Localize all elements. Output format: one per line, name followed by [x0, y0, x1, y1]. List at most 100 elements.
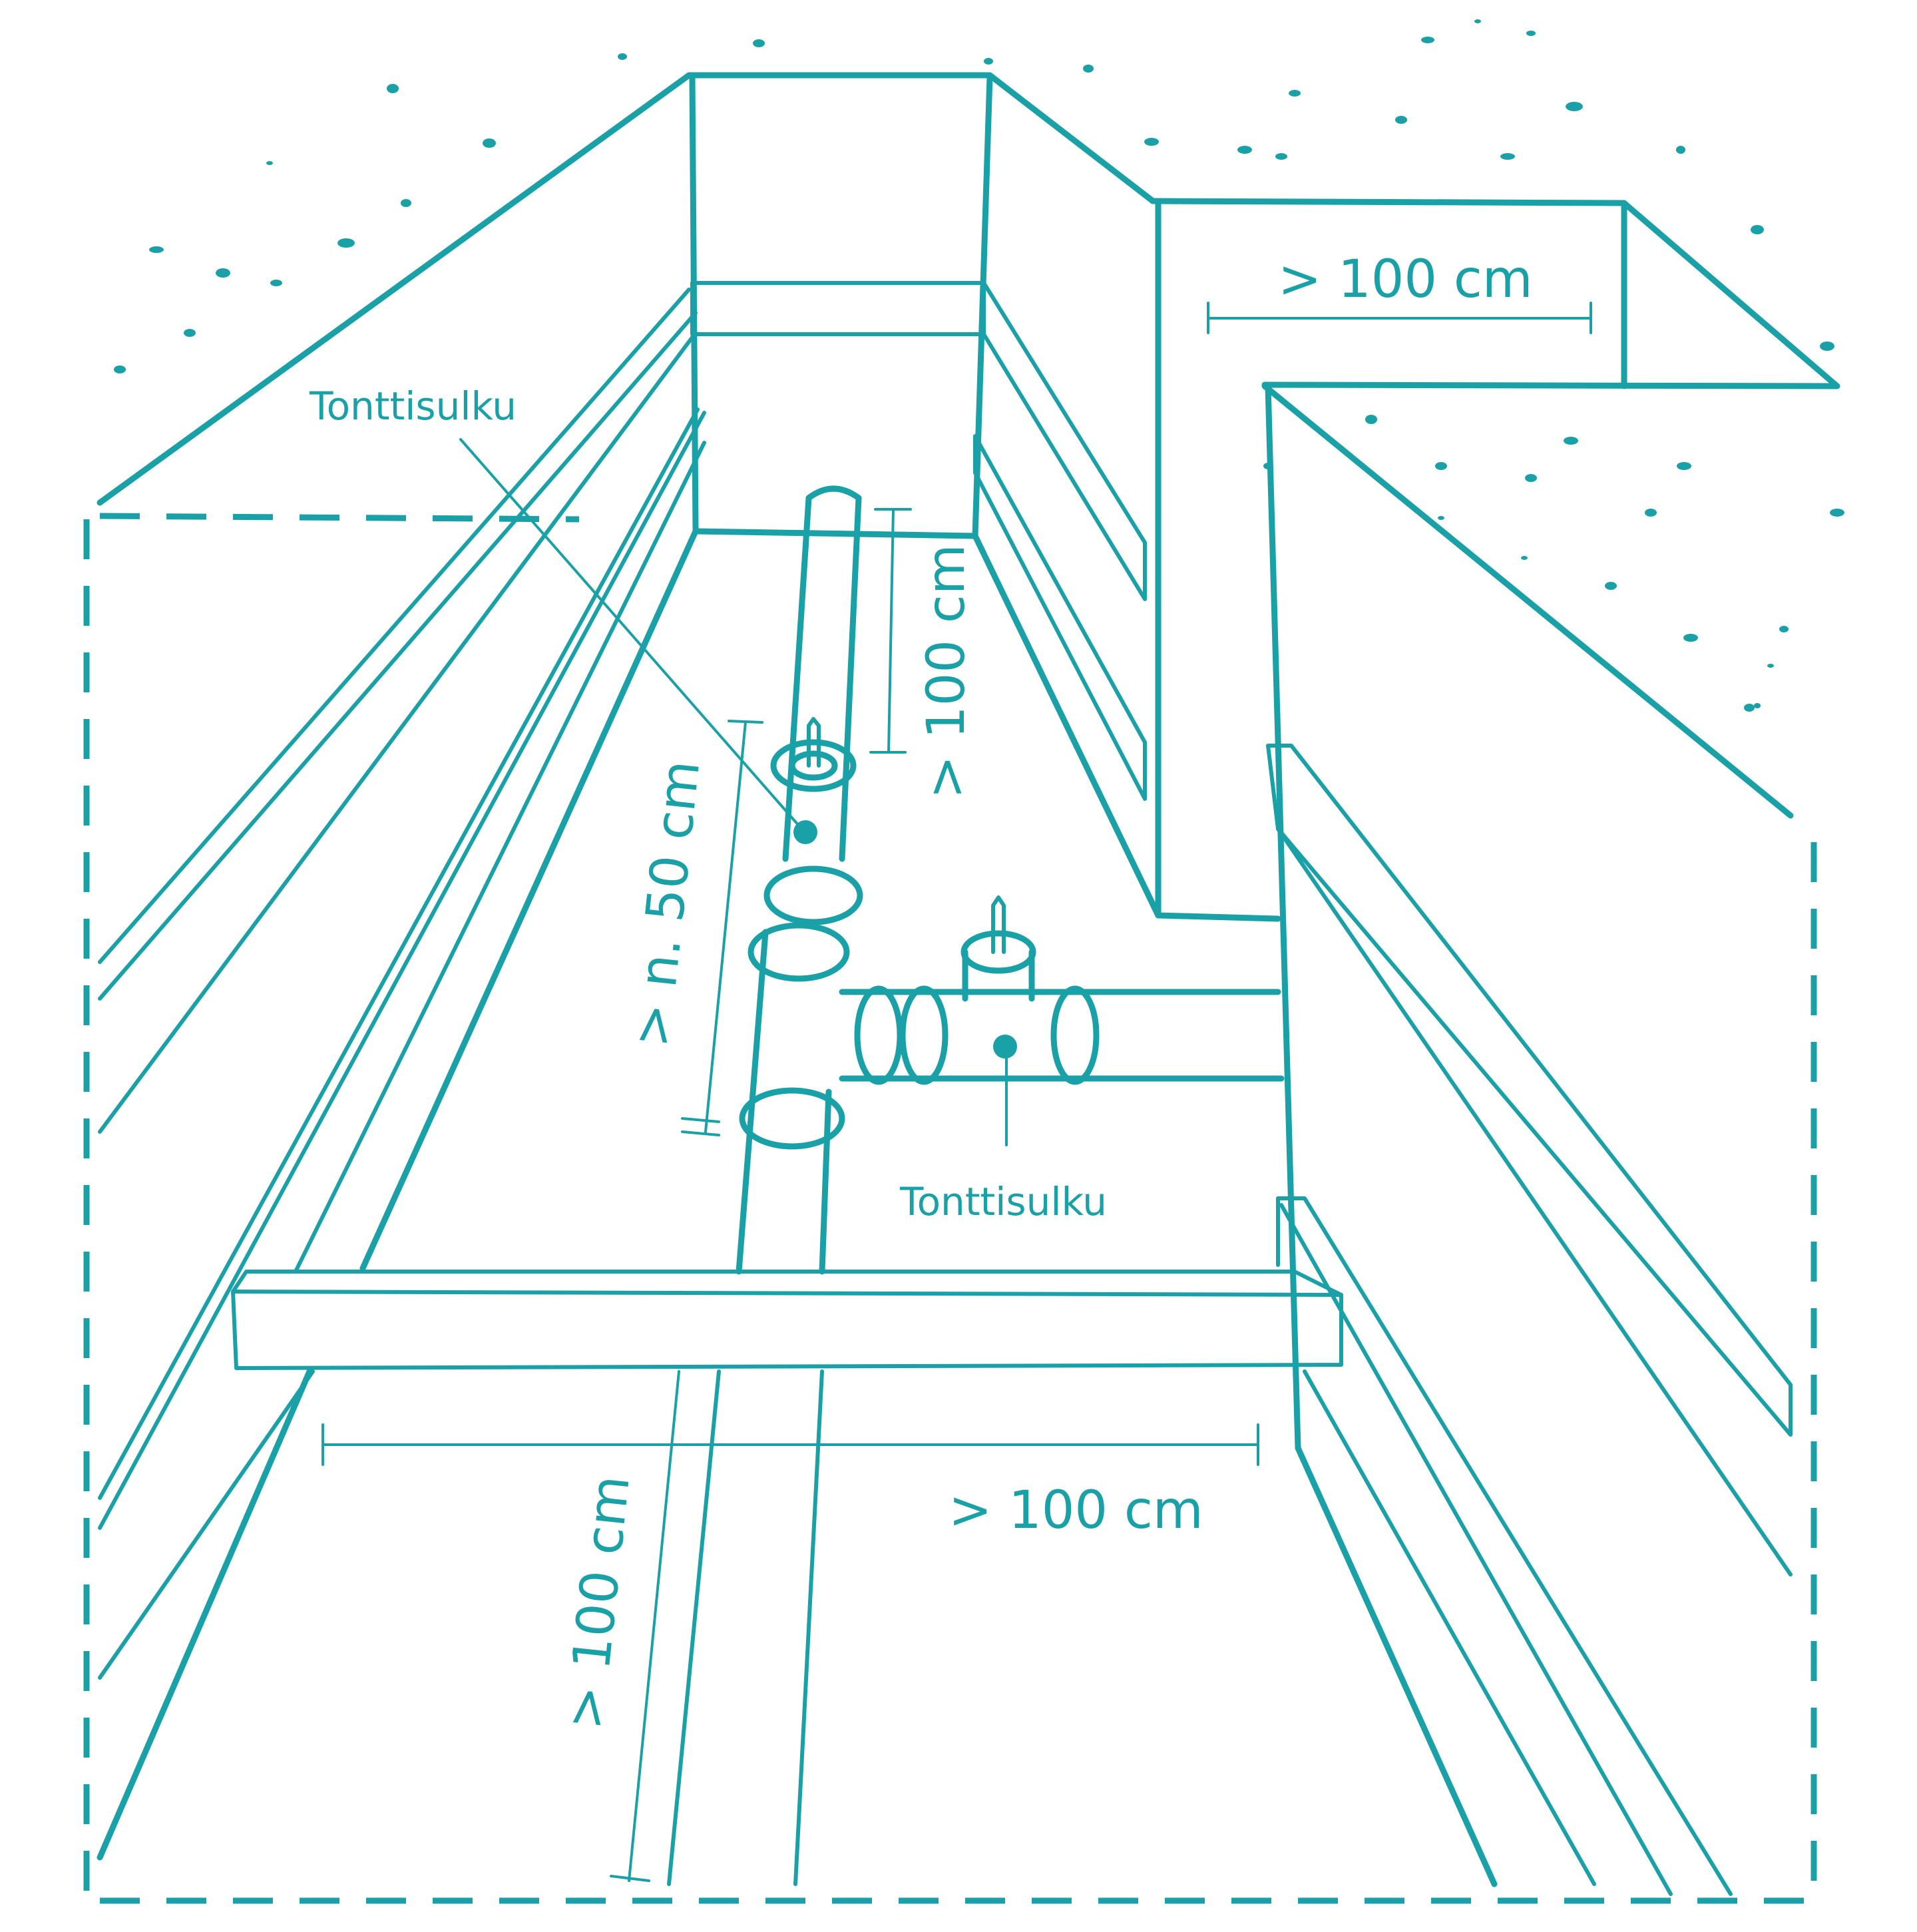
left-plank-2c	[294, 441, 706, 1272]
soil-dot	[1645, 509, 1657, 517]
dim-line-top-right	[1207, 302, 1592, 334]
right-plank-2a	[1276, 1196, 1733, 1896]
floor-line-2	[793, 1369, 824, 1886]
left-floor-edge-lower	[97, 1368, 313, 1861]
right-wall-top-edge	[1261, 383, 1794, 819]
left-plank-2a	[98, 407, 700, 1500]
soil-dot	[1438, 516, 1444, 520]
right-floor-edge-upper	[972, 533, 1281, 922]
left-plank-1a	[98, 288, 691, 964]
soil-dot	[266, 161, 273, 165]
soil-dot	[618, 53, 627, 60]
soil-dot	[1767, 664, 1774, 668]
right-floor-edge-lower	[1295, 1445, 1498, 1887]
soil-dot	[1435, 462, 1447, 470]
dim-label-vertical-upper: > 100 cm	[917, 544, 976, 799]
dimension-lines	[321, 302, 1592, 1882]
soil-dot	[1365, 415, 1377, 424]
trench-structure	[97, 72, 1840, 1896]
soil-dot	[1421, 37, 1434, 43]
soil-dot	[1083, 65, 1094, 73]
soil-dot	[1754, 703, 1761, 708]
branch-coupling-3	[1050, 985, 1100, 1085]
left-floor-edge-upper	[359, 528, 699, 1272]
dim-line-vertical-left	[681, 720, 763, 1136]
soil-dot	[114, 365, 126, 373]
branch-coupling-2	[899, 985, 949, 1085]
soil-dot	[1564, 437, 1578, 445]
pipe-top-cap	[805, 485, 862, 501]
soil-dot	[149, 246, 164, 253]
trench-top-left-edge	[97, 72, 1156, 506]
boundary-top-dash	[99, 513, 580, 523]
soil-dot	[1500, 153, 1515, 160]
soil-dot	[1525, 474, 1537, 482]
upper-valve-stem	[807, 717, 821, 768]
left-plank-2b	[98, 411, 706, 1530]
soil-dot	[483, 138, 496, 148]
back-shoring-plank	[690, 281, 986, 336]
right-back-plank-2	[973, 434, 1147, 801]
soil-dot	[387, 84, 399, 93]
right-back-plank-1	[982, 281, 1147, 601]
excavation-boundary	[83, 513, 1817, 1904]
dim-label-vertical-bottom: > 100 cm	[555, 1473, 642, 1732]
soil-dot	[753, 39, 765, 47]
pipe-coupling-1	[763, 865, 863, 925]
soil-dot	[1275, 153, 1287, 160]
soil-dot	[1605, 582, 1617, 590]
right-plank-2c	[1303, 1369, 1596, 1886]
soil-dot	[1144, 138, 1159, 146]
soil-dot	[1395, 116, 1407, 124]
soil-dot	[984, 58, 993, 65]
valve-label-2: Tonttisulku	[899, 1179, 1107, 1224]
pipe-coupling-3	[739, 1087, 845, 1150]
branch-valve-stem	[991, 895, 1006, 954]
soil-dot	[1744, 704, 1755, 712]
right-plank-1-lower	[1276, 827, 1793, 1576]
soil-dot	[337, 238, 355, 248]
pipe-coupling-2	[747, 922, 850, 982]
left-plank-1b	[98, 311, 698, 1001]
soil-dot	[1830, 509, 1844, 517]
soil-dot	[1751, 225, 1764, 234]
valve-label-1: Tonttisulku	[309, 383, 517, 429]
soil-dot	[1474, 19, 1481, 23]
upper-valve-ring	[770, 739, 857, 792]
water-main-pipe	[736, 485, 1285, 1275]
right-plank-1	[1266, 744, 1793, 1437]
dim-label-top-right: > 100 cm	[1278, 250, 1533, 310]
soil-dot	[401, 199, 411, 207]
dim-line-horizontal-bottom	[321, 1423, 1259, 1466]
soil-dot	[1677, 462, 1691, 470]
left-plank-2d	[98, 1369, 315, 1680]
soil-dot	[184, 329, 196, 337]
soil-dot	[1237, 146, 1252, 154]
soil-dot	[1526, 31, 1536, 36]
pipe-upper-sides	[782, 495, 862, 862]
soil-dot	[1683, 634, 1698, 642]
right-plank-2b	[1279, 1203, 1673, 1896]
soil-dot	[1289, 90, 1301, 97]
branch-valve-marker	[993, 1035, 1017, 1059]
cross-brace-beam-edge	[231, 1290, 1343, 1297]
step-top-surface	[1150, 198, 1840, 389]
floor-line-1	[667, 1369, 721, 1886]
soil-dot	[1820, 342, 1834, 351]
branch-valve-ring	[960, 930, 1036, 974]
back-wall-bottom	[692, 528, 978, 539]
dim-label-vertical-left: > n. 50 cm	[622, 758, 712, 1050]
soil-dot	[1521, 556, 1528, 560]
soil-dot	[1779, 626, 1789, 632]
dim-line-vertical-bottom	[610, 1370, 680, 1882]
soil-dot	[270, 280, 282, 286]
dim-line-vertical-upper	[869, 508, 912, 754]
upper-valve-inner	[789, 750, 838, 781]
soil-dot	[1676, 146, 1685, 154]
branch-coupling-1	[854, 985, 903, 1085]
soil-dots	[114, 19, 1844, 712]
cross-brace-beam	[231, 1270, 1343, 1370]
dim-label-horizontal-bottom: > 100 cm	[949, 1481, 1203, 1541]
